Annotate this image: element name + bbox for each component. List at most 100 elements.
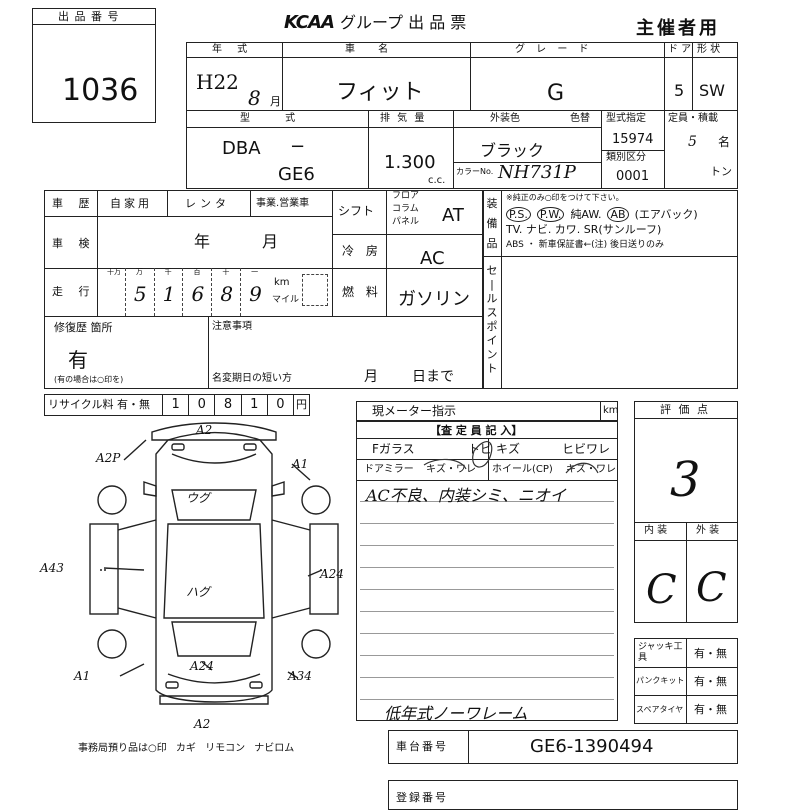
exterior-color: ブラック — [480, 141, 545, 160]
equipment-line1: P.S. P.W. 純AW. AB (エアバック) — [506, 206, 698, 222]
jack-label: ジャッキ工具 — [638, 642, 683, 663]
kcaa-logo: KCAA — [284, 12, 335, 33]
color-code: NH731P — [498, 162, 576, 183]
mark-rear-bumper: A2 — [194, 717, 211, 731]
history-rental[interactable]: レンタ — [185, 197, 230, 210]
ton-unit: トン — [710, 165, 732, 178]
interior-grade: C — [646, 567, 677, 613]
equipment-note: ※純正のみ○印をつけて下さい。 — [506, 193, 624, 202]
inspector-note: AC不良、内装シミ、ニオイ — [366, 486, 566, 505]
repair-label: 修復歴 箇所 — [54, 321, 113, 334]
mileage-label: 走 行 — [52, 285, 96, 298]
evaluation-score: 3 — [670, 452, 701, 508]
bottom-note: 低年式ノーワレーム — [384, 704, 528, 723]
recycle-digit: 1 — [242, 394, 268, 416]
interior-label: 内 装 — [644, 525, 668, 536]
capacity-unit: 名 — [718, 135, 731, 149]
sales-point-label: セ|ルスポイント — [486, 264, 498, 375]
digit-cell: 十万 — [97, 268, 126, 316]
recycle-digit: 0 — [189, 394, 216, 416]
car-name-label: 車 名 — [345, 44, 399, 55]
ac-value: AC — [420, 248, 445, 269]
model-label: 型 式 — [240, 113, 312, 124]
recycle-label: リサイクル料 有・無 — [48, 398, 150, 411]
spec-number: 15974 — [612, 132, 654, 147]
displacement-label: 排 気 量 — [380, 113, 427, 124]
class-label: 類別区分 — [606, 152, 646, 163]
item-mirror: ドアミラー — [364, 464, 414, 475]
option-airbag-note: (エアバック) — [634, 208, 698, 221]
item-mirror-dmg: キズ・ワレ — [426, 464, 476, 475]
shift-value: AT — [442, 205, 464, 226]
recycle-digit: 1 — [163, 394, 190, 416]
doors-value: 5 — [674, 81, 685, 100]
option-airbag[interactable]: AB — [607, 206, 629, 222]
inspection-label: 車 検 — [52, 237, 96, 250]
organizer-label: 主催者用 — [636, 18, 720, 39]
item-kizu: キズ — [496, 442, 521, 456]
meter-box — [356, 401, 618, 421]
lot-number: 1036 — [62, 73, 139, 108]
vehicle-table — [186, 42, 738, 189]
jack-value[interactable]: 有・無 — [694, 647, 727, 660]
spec-label: 型式指定 — [606, 113, 646, 124]
handwriting-loops — [423, 441, 599, 474]
mark-front-right: A1 — [292, 457, 309, 471]
floor-label[interactable]: フロア — [392, 191, 420, 201]
equipment-vertical-label: 装備品 — [486, 197, 498, 250]
model-dash: − — [290, 136, 306, 157]
option-pw[interactable]: P.W. — [536, 206, 565, 222]
history-private[interactable]: 自家用 — [110, 197, 152, 210]
fuel-label: 燃 料 — [342, 285, 382, 299]
mark-left-side: A43 — [40, 561, 64, 575]
item-wheel-dmg: キズ・ワレ — [566, 464, 616, 475]
car-damage-diagram — [89, 422, 339, 705]
registration-label: 登録番号 — [396, 791, 448, 804]
spare-tire-value[interactable]: 有・無 — [694, 703, 727, 716]
lot-box — [32, 8, 156, 123]
history-label: 車 歴 — [52, 197, 96, 210]
color-swap-label: 色替 — [570, 113, 590, 124]
frame-label: 車台番号 — [396, 740, 448, 753]
fuel-value: ガソリン — [398, 289, 470, 310]
inspection-month-unit: 月 — [262, 232, 279, 251]
model-prefix: DBA — [222, 138, 261, 159]
exterior-grade: C — [696, 565, 727, 611]
class-number: 0001 — [616, 169, 650, 184]
shift-label: シフト — [338, 204, 375, 218]
item-hibiware: ヒビワレ — [562, 442, 611, 456]
mark-right-side: A24 — [320, 567, 344, 581]
inspector-box — [356, 421, 618, 721]
punk-kit-label: パンクキット — [636, 676, 685, 685]
office-note: 事務局預り品は○印 カギ リモコン ナビロム — [78, 743, 295, 754]
lot-label: 出 品 番 号 — [58, 10, 120, 23]
mark-front: A2 — [196, 423, 213, 437]
option-alloy[interactable]: 純AW. — [570, 208, 602, 221]
km-unit: km — [274, 277, 290, 288]
inspector-label: 【査 定 員 記 入】 — [430, 424, 523, 437]
mile-checkbox[interactable] — [302, 274, 328, 306]
grade-value: G — [547, 81, 565, 106]
mile-unit: マイル — [272, 295, 300, 305]
option-ps[interactable]: P.S. — [506, 206, 531, 222]
meter-label: 現メーター指示 — [372, 404, 457, 418]
spare-tire-label: スペアタイヤ — [636, 705, 684, 714]
meter-km: km — [603, 405, 619, 416]
deadline-month: 月 — [364, 369, 378, 385]
exterior-label: 外 装 — [696, 525, 720, 536]
recycle-digits: 1 0 8 1 0 — [162, 394, 295, 416]
column-label[interactable]: コラム — [392, 204, 419, 214]
frame-box — [388, 730, 738, 764]
history-commercial[interactable]: 事業.営業車 — [256, 198, 310, 209]
panel-label[interactable]: パネル — [392, 217, 420, 227]
punk-kit-value[interactable]: 有・無 — [694, 675, 727, 688]
doors-label: ド ア — [668, 44, 692, 55]
mark-roof: ハグ — [186, 585, 211, 599]
grade-label: グ レ ー ド — [515, 44, 593, 55]
mark-rear-left: A1 — [74, 669, 91, 683]
yen-unit: 円 — [296, 398, 307, 411]
